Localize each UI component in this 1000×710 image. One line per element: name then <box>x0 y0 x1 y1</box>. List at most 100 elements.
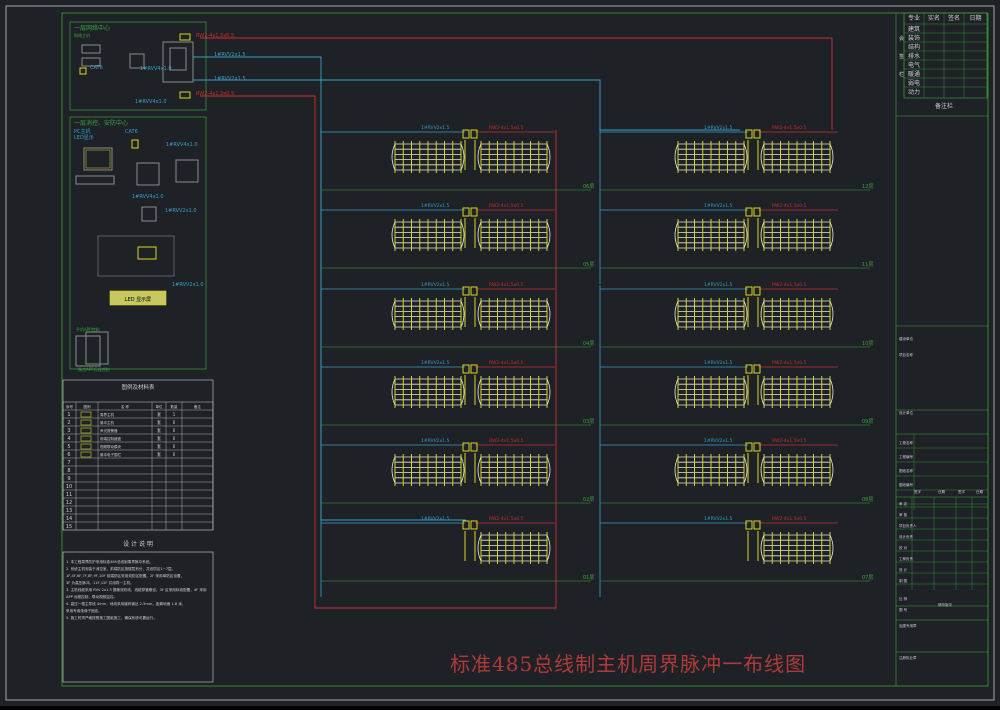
cat6-label-2: CAT6 <box>125 129 138 135</box>
legend-no: 11 <box>66 492 72 498</box>
legend-no: 8 <box>67 468 70 474</box>
legend-no: 12 <box>66 500 72 506</box>
main-cable-label-2: 1#RVV2x1.5 <box>214 76 246 82</box>
signer-label: 项目负责人 <box>899 523 917 528</box>
legend-qty: 0 <box>173 420 176 425</box>
signoff-header: 实名 <box>928 14 940 22</box>
fence-right-loop-right <box>546 378 551 406</box>
legend-header: 序号 <box>66 404 73 409</box>
signoff-header: 专业 <box>908 14 920 22</box>
network-center-label: 一层网络中心 <box>74 24 110 32</box>
fence-left-loop-right <box>460 221 465 249</box>
zone-host-b <box>470 364 478 374</box>
zone-host-b <box>753 286 761 296</box>
zone-red-label: RW2-4x1.5x0.5 <box>489 516 524 522</box>
notes-label: 出图专用章 <box>899 623 917 628</box>
main-cable-label-1: 1#RVV2x1.5 <box>214 52 246 58</box>
lcd-label: LED显示 <box>74 135 94 141</box>
signoff-discipline: 电气 <box>908 61 920 69</box>
host-panel <box>169 47 187 71</box>
floor-label: 03层 <box>583 419 594 425</box>
duty-room-label: 一层消控、安防中心 <box>74 119 128 127</box>
fence-left-loop-left <box>674 221 679 249</box>
outer-border <box>5 5 995 701</box>
red-cable-label-1: RW2-4x1.5x0.5 <box>196 33 234 39</box>
switch-device <box>81 44 101 54</box>
zone-host-b <box>753 129 761 139</box>
video-camera <box>141 206 157 222</box>
zone-host-b <box>470 286 478 296</box>
fence-left-loop-right <box>743 300 748 328</box>
rvv-label-mid: 1#RVV4x1.0 <box>135 99 167 105</box>
legend-symbol <box>80 411 92 418</box>
duty-room-box <box>69 116 207 370</box>
scale-label: 比 例 <box>899 596 908 601</box>
zone-cable-label: 1#RVV2x1.5 <box>421 125 449 131</box>
zone-red-label: RW2-4x1.5x0.5 <box>489 360 524 366</box>
fence-right-loop-right <box>829 300 834 328</box>
zone-host-b <box>753 442 761 452</box>
fence-right-loop-right <box>829 221 834 249</box>
legend-symbol <box>80 419 92 426</box>
fence-right-loop-left <box>760 456 765 484</box>
legend-no: 7 <box>67 460 70 466</box>
zone-red-label: RW2-4x1.5x0.5 <box>772 438 807 444</box>
signer-label: 审 定 <box>899 501 908 506</box>
alarm-siren-2 <box>179 91 191 99</box>
zone-cable-label: 1#RVV2x1.5 <box>704 438 732 444</box>
fence-right-loop-left <box>760 378 765 406</box>
zone-host-a <box>462 442 470 452</box>
note-line: 5. 施工时须严格按照施工图纸施工，确保系统可靠运行。 <box>66 615 157 620</box>
drawing-title: 标准485总线制主机周界脉冲一布线图 <box>450 652 807 676</box>
phone-app <box>75 335 101 367</box>
rvv-led-label: 1#RVV2x1.0 <box>172 282 204 288</box>
legend-qty: 0 <box>173 428 176 433</box>
zone-host-a <box>745 207 753 217</box>
legend-name: 脉冲主机 <box>100 420 114 425</box>
floor-label: 04层 <box>583 341 594 347</box>
field-label: 工程编号 <box>899 454 913 459</box>
legend-qty: 1 <box>173 412 176 417</box>
legend-unit: 套 <box>157 427 161 433</box>
zone-red-label: RW2-4x1.5x0.5 <box>772 516 807 522</box>
signoff-discipline: 排水 <box>908 52 920 60</box>
legend-table <box>62 379 214 531</box>
sign-col: 日期 <box>938 489 946 494</box>
fence-left-loop-left <box>674 143 679 171</box>
fence-right-loop-right <box>546 534 551 562</box>
fence-right-loop-left <box>477 456 482 484</box>
signer-label: 制 图 <box>899 578 908 583</box>
fence-right-loop-left <box>760 534 765 562</box>
server-device <box>81 57 101 67</box>
rvv-label-top: 1#RVV4x1.0 <box>140 66 172 72</box>
legend-header: 图例 <box>84 404 91 409</box>
note-line: 4. 高压一根主导线 4mm，地线采用镀锌钢丝 2.5mm，距离地面 1.8 米… <box>66 601 186 606</box>
converter-device <box>79 67 87 75</box>
legend-name: 声光报警器 <box>100 428 118 433</box>
fence-right-loop-left <box>760 300 765 328</box>
note-line: 1F,4F,6F,7F,8F,9F,10F 前端防区采用双防区配置。2F 采用单… <box>66 573 184 578</box>
fence-left-loop-right <box>743 143 748 171</box>
linkage-module <box>137 246 157 260</box>
fence-right-loop-right <box>829 143 834 171</box>
red-cable-right <box>200 37 833 130</box>
zone-cable-label: 1#RVV2x1.5 <box>704 125 732 131</box>
rvv-label-video: 1#RVV4x1.0 <box>132 194 164 200</box>
sheet-label: 图 号 <box>899 607 908 612</box>
sign-col: 日期 <box>976 489 984 494</box>
remarks-label: 备注栏 <box>935 102 953 110</box>
zone-host-b <box>470 442 478 452</box>
legend-qty: 0 <box>173 436 176 441</box>
led-text: LED 显示屏 <box>125 297 151 303</box>
fence-left-loop-left <box>674 300 679 328</box>
legend-name: 前端控制键盘 <box>100 436 121 441</box>
fence-right-loop-right <box>546 300 551 328</box>
legend-symbol <box>80 427 92 434</box>
fence-left-loop-left <box>674 456 679 484</box>
pc-screen <box>85 149 111 169</box>
legend-unit: 套 <box>157 443 161 449</box>
floor-label: 07层 <box>862 575 873 581</box>
main-cable-right <box>193 79 740 131</box>
legend-no: 1 <box>67 412 70 418</box>
